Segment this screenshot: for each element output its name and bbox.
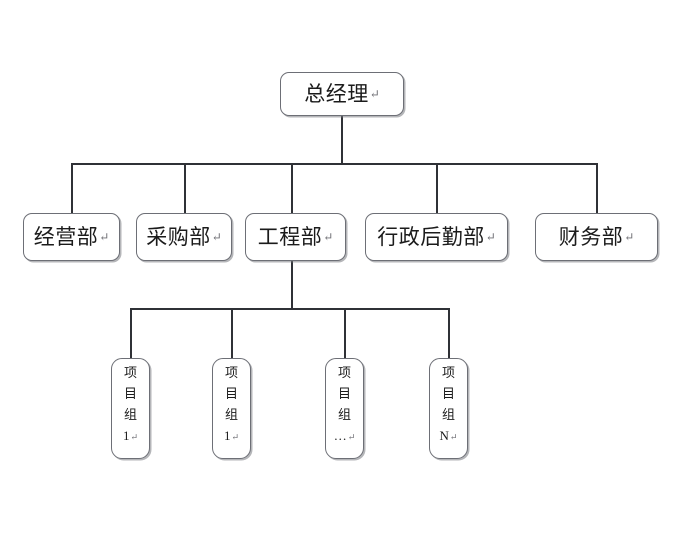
- return-mark-icon: ↵: [211, 229, 222, 244]
- return-mark-icon: ↵: [323, 229, 334, 244]
- connector-drop-dept-5: [596, 163, 598, 214]
- return-mark-icon: ↵: [231, 432, 240, 442]
- connector-level2-bus: [130, 308, 449, 310]
- return-mark-icon: ↵: [449, 432, 458, 442]
- node-label: 行政后勤部: [377, 224, 485, 249]
- node-label-char-1: 项: [441, 365, 455, 380]
- node-dept-procurement[interactable]: 采购部↵: [136, 213, 232, 261]
- return-mark-icon: ↵: [369, 86, 380, 101]
- team-number-value: …: [333, 428, 347, 443]
- node-label-char-2: 目: [123, 386, 137, 401]
- node-label-char-3: 组: [123, 407, 137, 422]
- node-label-char-2: 目: [337, 386, 351, 401]
- node-project-team-2[interactable]: 项 目 组 1↵: [212, 358, 251, 459]
- node-label-char-1: 项: [337, 365, 351, 380]
- node-label-char-2: 目: [441, 386, 455, 401]
- node-label-char-2: 目: [224, 386, 238, 401]
- node-label: 总经理: [304, 81, 369, 106]
- node-project-team-3[interactable]: 项 目 组 …↵: [325, 358, 364, 459]
- return-mark-icon: ↵: [99, 229, 110, 244]
- connector-drop-dept-3: [291, 163, 293, 214]
- connector-root-stem: [341, 115, 343, 164]
- return-mark-icon: ↵: [485, 229, 496, 244]
- node-label: 采购部: [146, 224, 211, 249]
- connector-drop-dept-2: [184, 163, 186, 214]
- connector-drop-team-1: [130, 308, 132, 359]
- team-number-value: 1: [122, 428, 130, 443]
- node-label-char-3: 组: [337, 407, 351, 422]
- return-mark-icon: ↵: [347, 432, 356, 442]
- connector-level1-bus: [71, 163, 597, 165]
- return-mark-icon: ↵: [624, 229, 635, 244]
- node-team-number: 1↵: [123, 429, 138, 442]
- team-number-value: N: [439, 428, 449, 443]
- connector-drop-dept-4: [436, 163, 438, 214]
- node-project-team-1[interactable]: 项 目 组 1↵: [111, 358, 150, 459]
- node-label: 工程部: [257, 224, 323, 249]
- node-team-number: N↵: [440, 429, 458, 442]
- node-dept-operations[interactable]: 经营部↵: [23, 213, 120, 261]
- node-label-char-1: 项: [123, 365, 137, 380]
- node-label: 经营部: [33, 224, 99, 249]
- team-number-value: 1: [223, 428, 231, 443]
- connector-drop-team-4: [448, 308, 450, 359]
- node-label-char-1: 项: [224, 365, 238, 380]
- connector-drop-team-2: [231, 308, 233, 359]
- node-project-team-4[interactable]: 项 目 组 N↵: [429, 358, 468, 459]
- node-team-number: …↵: [334, 429, 356, 442]
- return-mark-icon: ↵: [130, 432, 139, 442]
- node-dept-engineering[interactable]: 工程部↵: [245, 213, 346, 261]
- node-dept-finance[interactable]: 财务部↵: [535, 213, 658, 261]
- node-label: 财务部: [558, 224, 624, 249]
- connector-drop-team-3: [344, 308, 346, 359]
- connector-engineering-stem: [291, 261, 293, 309]
- node-label-char-3: 组: [224, 407, 238, 422]
- node-general-manager[interactable]: 总经理↵: [280, 72, 404, 116]
- node-dept-admin-logistics[interactable]: 行政后勤部↵: [365, 213, 508, 261]
- connector-drop-dept-1: [71, 163, 73, 214]
- node-team-number: 1↵: [224, 429, 239, 442]
- node-label-char-3: 组: [441, 407, 455, 422]
